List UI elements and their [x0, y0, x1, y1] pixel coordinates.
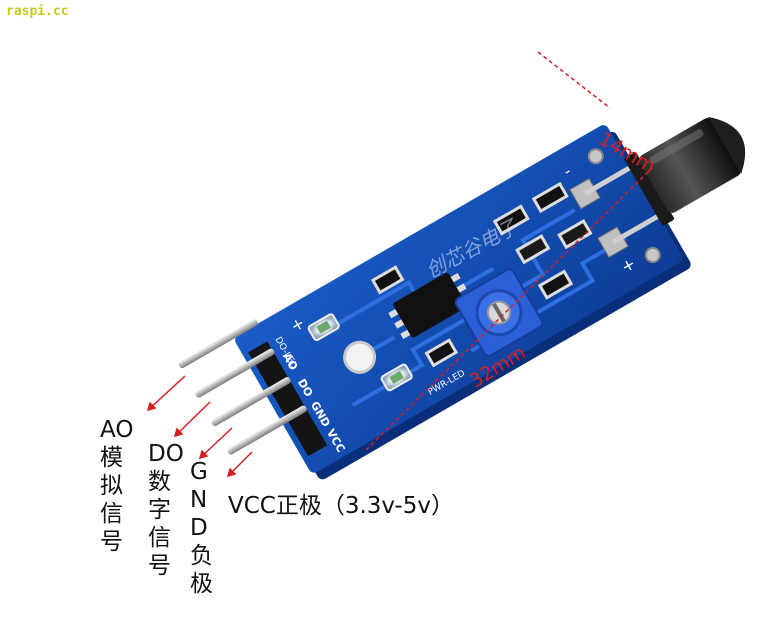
dimension-line-32mm [365, 167, 653, 451]
pin-label-do-char: 信 [148, 525, 171, 551]
pointer-arrows [146, 375, 253, 478]
pin-label-gnd-char: N [190, 487, 208, 513]
mounting-hole [343, 340, 377, 374]
pwr-led [380, 363, 413, 392]
do-led [307, 313, 340, 342]
pin-label-do-char: 数 [148, 469, 171, 495]
pin-label-ao-char: 模 [100, 445, 123, 471]
header-pins [178, 319, 307, 455]
pin-label-ao: AO 模 拟 信 号 [100, 416, 133, 556]
pin-label-do: DO 数 字 信 号 [148, 440, 184, 580]
pin-label-do-code: DO [148, 441, 184, 467]
pin-label-do-char: 号 [148, 553, 171, 579]
pin-label-do-char: 字 [148, 497, 171, 523]
potentiometer [454, 268, 544, 357]
pin-label-gnd-char: D [190, 515, 208, 541]
pin-label-ao-char: 信 [100, 501, 123, 527]
pin-label-ao-char: 号 [100, 529, 123, 555]
pin-label-gnd-char: 负 [190, 543, 213, 569]
pin-label-vcc: VCC正极（3.3v-5v） [228, 493, 454, 519]
pin-label-ao-char: 拟 [100, 473, 123, 499]
watermark: raspi.cc [6, 4, 69, 19]
pcb-board: DO-LED PWR-LED AO DO GND VCC - + + [235, 116, 745, 480]
pin-label-gnd-char: G [190, 459, 208, 485]
pin-label-ao-code: AO [100, 417, 134, 443]
ir-flame-sensor [583, 116, 745, 245]
pin-label-gnd: G N D 负 极 [190, 458, 213, 598]
pin-header [248, 341, 328, 457]
dimension-lines [365, 51, 653, 451]
smd-components [370, 181, 593, 368]
dimension-line-14mm [537, 51, 611, 109]
pin-label-gnd-char: 极 [190, 571, 213, 597]
